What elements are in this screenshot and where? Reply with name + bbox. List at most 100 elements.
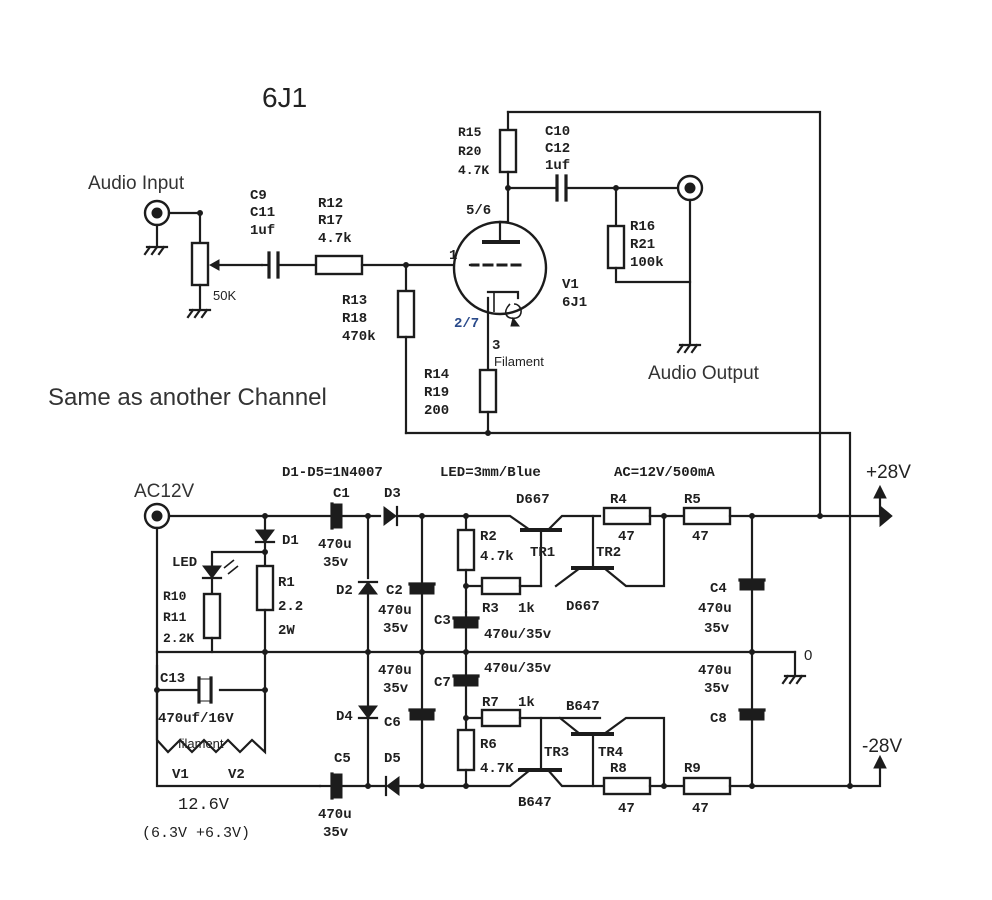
- r4-resistor: [602, 506, 652, 526]
- c5-name: C5: [334, 751, 351, 767]
- c10-name: C10: [545, 124, 570, 140]
- c3-capacitor: [452, 616, 480, 654]
- ground-label: 0: [804, 647, 812, 664]
- schematic-title: 6J1: [262, 82, 307, 113]
- filament-split: (6.3V +6.3V): [142, 825, 250, 842]
- tube-pin-cathode: 2/7: [454, 316, 479, 332]
- c7-capacitor: [452, 650, 480, 720]
- c10-value: 1uf: [545, 158, 570, 174]
- d1-diode: [254, 514, 276, 554]
- r10-name2: R11: [163, 610, 187, 625]
- c5-voltage: 35v: [323, 825, 349, 841]
- r13-name2: R18: [342, 311, 367, 327]
- d2-diode: [357, 580, 379, 654]
- r2-resistor: [456, 528, 476, 572]
- tr4-transistor: [558, 716, 666, 788]
- r9-resistor: [682, 776, 732, 796]
- r12-resistor: [314, 254, 364, 276]
- led-note: LED=3mm/Blue: [440, 465, 541, 481]
- ac-input-jack: [143, 502, 171, 530]
- tube-pin-grid: 1: [449, 248, 457, 264]
- r14-value: 200: [424, 403, 449, 419]
- led-indicator: [201, 559, 239, 596]
- pot-value: 50K: [213, 288, 236, 303]
- audio-output-label: Audio Output: [648, 363, 760, 384]
- filament-v1: V1: [172, 767, 189, 783]
- r13-name: R13: [342, 293, 367, 309]
- q-pnp-bottom: B647: [518, 795, 552, 811]
- c3-name: C3: [434, 613, 451, 629]
- c2-value: 470u: [378, 603, 412, 619]
- d1-label: D1: [282, 533, 299, 549]
- r7-value: 1k: [518, 695, 535, 711]
- d4-label: D4: [336, 709, 353, 725]
- ac-note: AC=12V/500mA: [614, 465, 715, 481]
- r14-name: R14: [424, 367, 449, 383]
- r13-value: 470k: [342, 329, 376, 345]
- r3-value: 1k: [518, 601, 535, 617]
- r5-name: R5: [684, 492, 701, 508]
- c13-name: C13: [160, 671, 185, 687]
- r1-value: 2.2: [278, 599, 303, 615]
- c13-value: 470uf/16V: [158, 711, 234, 727]
- d5-diode: [384, 775, 468, 797]
- c4-voltage: 35v: [704, 621, 730, 637]
- volume-pot: [186, 241, 264, 319]
- tr3-transistor: [464, 716, 606, 788]
- channel-note: Same as another Channel: [48, 384, 327, 411]
- diode-note: D1-D5=1N4007: [282, 465, 383, 481]
- r6-resistor: [456, 728, 476, 772]
- c6-capacitor: [408, 708, 436, 788]
- c5-capacitor: [318, 772, 386, 800]
- c4-name: C4: [710, 581, 727, 597]
- ac-input-label: AC12V: [134, 481, 195, 502]
- filament-v2: V2: [228, 767, 245, 783]
- c8-value: 470u: [698, 663, 732, 679]
- tr2-transistor: [554, 514, 666, 588]
- r16-name2: R21: [630, 237, 655, 253]
- r16-resistor: [606, 224, 626, 270]
- d4-diode: [357, 705, 379, 788]
- r14-resistor: [478, 368, 498, 414]
- r2-name: R2: [480, 529, 497, 545]
- d3-diode: [383, 505, 468, 527]
- r3-name: R3: [482, 601, 499, 617]
- d5-label: D5: [384, 751, 401, 767]
- r15-name2: R20: [458, 144, 482, 159]
- rail-positive-label: +28V: [866, 462, 911, 483]
- c9-name2: C11: [250, 205, 275, 221]
- c7-name: C7: [434, 675, 451, 691]
- c4-value: 470u: [698, 601, 732, 617]
- c4-capacitor: [738, 578, 766, 654]
- r12-name: R12: [318, 196, 343, 212]
- filament-voltage: 12.6V: [178, 796, 230, 815]
- r4-name: R4: [610, 492, 627, 508]
- c9-value: 1uf: [250, 223, 275, 239]
- c1-value: 470u: [318, 537, 352, 553]
- c9-name: C9: [250, 188, 267, 204]
- tr2-label: TR2: [596, 545, 621, 561]
- q-pnp-top: B647: [566, 699, 600, 715]
- r7-resistor: [480, 708, 522, 728]
- c3-value: 470u/35v: [484, 627, 552, 643]
- audio-input-label: Audio Input: [88, 173, 185, 194]
- tube-pin-filament: 3: [492, 338, 500, 354]
- q-npn-bottom: D667: [566, 599, 600, 615]
- r15-name: R15: [458, 125, 482, 140]
- r6-name: R6: [480, 737, 497, 753]
- r8-resistor: [602, 776, 652, 796]
- c2-capacitor: [408, 582, 436, 654]
- r10-value: 2.2K: [163, 631, 194, 646]
- c10-capacitor: [506, 174, 680, 202]
- r14-name2: R19: [424, 385, 449, 401]
- c1-voltage: 35v: [323, 555, 349, 571]
- tr1-transistor: [464, 514, 602, 588]
- r10-resistor: [202, 592, 222, 640]
- c8-name: C8: [710, 711, 727, 727]
- c1-capacitor: [330, 502, 382, 530]
- r16-value: 100k: [630, 255, 664, 271]
- c10-name2: C12: [545, 141, 570, 157]
- r2-value: 4.7k: [480, 549, 514, 565]
- r13-resistor: [396, 289, 416, 339]
- r12-name2: R17: [318, 213, 343, 229]
